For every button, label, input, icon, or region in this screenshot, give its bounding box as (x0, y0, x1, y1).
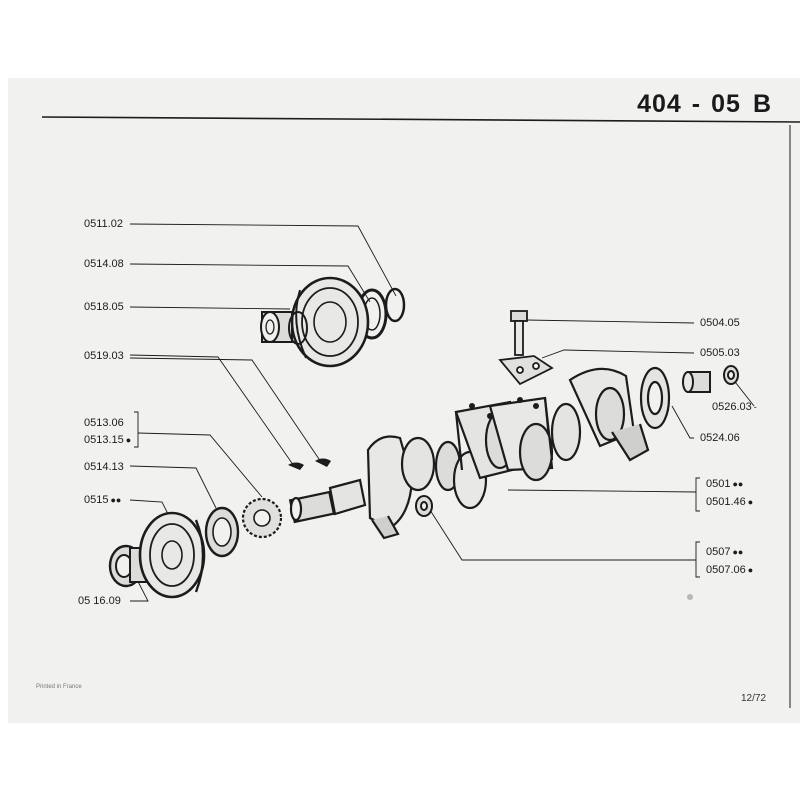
upper-pulley-group (260, 276, 406, 368)
leader-0514-08 (129, 263, 371, 303)
lower-pulley-group (108, 497, 283, 599)
callout-0514-08: 0514.08 (84, 258, 124, 270)
header-revision: B (752, 90, 772, 118)
printed-note: Printed in France (36, 684, 82, 690)
leader-0511-02 (129, 223, 397, 297)
leader-0501 (507, 489, 697, 493)
leader-0519-03-b (129, 357, 322, 463)
cap-bolts (469, 397, 539, 419)
callout-0501: 0501●● (706, 478, 744, 490)
leader-0518-05 (129, 306, 291, 310)
bracket-0513 (134, 411, 139, 448)
bracket-0507 (695, 541, 700, 578)
callout-0526-03: 0526.03- (712, 401, 757, 413)
woodruff-keys (288, 458, 331, 470)
callout-0516-09: 05 16.09 (78, 595, 121, 607)
callout-0514-13: 0514.13 (84, 461, 124, 473)
crankshaft (288, 366, 671, 540)
bracket-0501 (695, 477, 700, 512)
callout-0504-05: 0504.05 (700, 317, 740, 329)
leader-0519-03-a (129, 354, 295, 467)
header-model: 404 (637, 90, 682, 118)
leader-0515 (129, 499, 169, 515)
leader-0513 (137, 432, 263, 498)
bolt-and-lockplate (498, 310, 554, 386)
callout-0513-15: 0513.15● (84, 434, 132, 446)
callout-0511-02: 0511.02 (84, 218, 123, 230)
leader-0505-03 (541, 349, 695, 359)
leader-0524-06 (671, 405, 694, 439)
header-section: 05 (711, 90, 741, 118)
page-number: 12/72 (741, 693, 767, 704)
callout-0524-06: 0524.06 (700, 432, 740, 444)
callout-0518-05: 0518.05 (84, 301, 124, 313)
plug (415, 495, 433, 517)
callout-0507-06: 0507.06● (706, 564, 754, 576)
callout-0513-06: 0513.06 (84, 417, 124, 429)
callout-0501-46: 0501.46● (706, 496, 754, 508)
header-rule (41, 116, 800, 123)
leader-0507 (429, 509, 696, 561)
callout-0507: 0507●● (706, 546, 744, 558)
leader-0504-05 (525, 319, 695, 324)
callout-0505-03: 0505.03 (700, 347, 740, 359)
header-separator: - (691, 90, 702, 118)
callout-0515: 0515●● (84, 494, 122, 506)
callout-0519-03: 0519.03 (84, 350, 124, 362)
smudge (687, 594, 693, 600)
spigot-bushes (682, 365, 739, 393)
leader-0514-13 (129, 465, 217, 509)
page-header: 404-05 B (637, 90, 772, 119)
